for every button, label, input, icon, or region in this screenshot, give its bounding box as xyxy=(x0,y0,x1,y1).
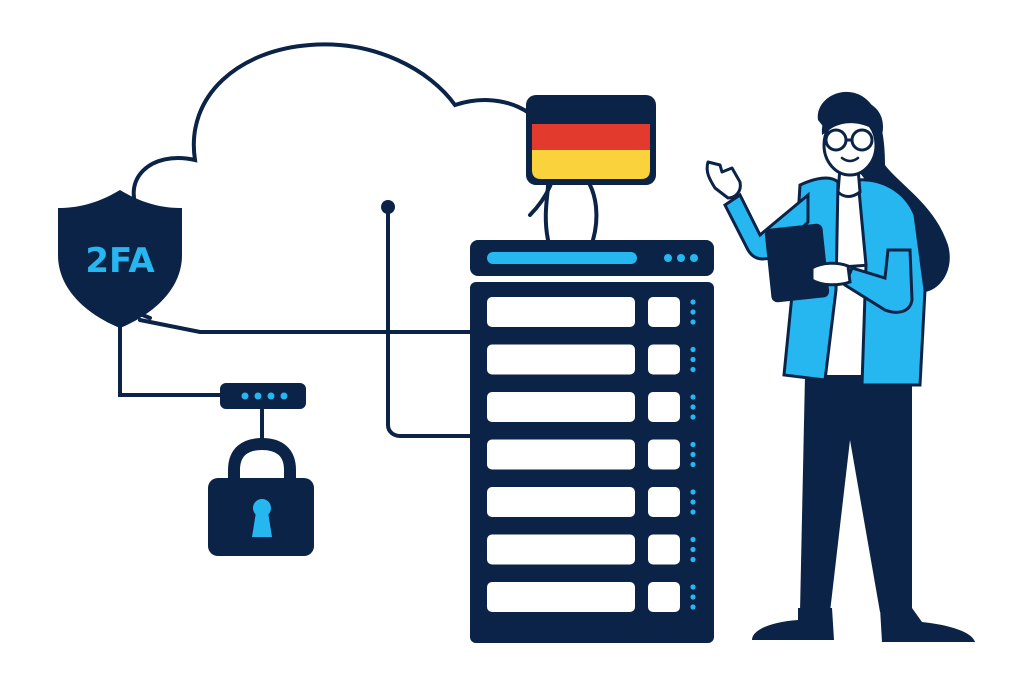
server-slot-bay xyxy=(487,487,635,517)
server-slot-bay xyxy=(487,392,635,422)
server-slot-led xyxy=(690,536,696,543)
server-slot-led xyxy=(690,404,696,410)
server-slot-bay xyxy=(487,582,635,612)
router-icon xyxy=(220,383,306,409)
server-slot-button xyxy=(648,297,680,327)
server-slot-led xyxy=(690,499,696,505)
server-slot-button xyxy=(648,582,680,612)
server-slot-bay xyxy=(487,439,635,470)
server-top-unit xyxy=(470,240,714,276)
server-slot-led xyxy=(690,509,696,515)
connection-lines xyxy=(118,183,599,450)
shield-label: 2FA xyxy=(85,241,155,281)
server-slot-button xyxy=(648,534,680,565)
woman-with-tablet-icon xyxy=(705,91,975,642)
server-slot-led xyxy=(690,346,696,353)
server-slot-led xyxy=(690,604,696,610)
shield-icon: 2FA xyxy=(58,190,182,328)
server-slot-led xyxy=(690,319,696,325)
server-slot xyxy=(487,487,696,517)
server-slot-led xyxy=(690,441,696,448)
server-slot xyxy=(487,297,696,327)
server-slots xyxy=(487,297,696,612)
server-slot xyxy=(487,582,696,612)
server-slot-led xyxy=(690,394,696,400)
server-rack-icon xyxy=(470,282,714,643)
server-slot-bay xyxy=(487,534,635,565)
server-slot-led xyxy=(690,556,696,563)
padlock-icon xyxy=(208,437,314,556)
germany-flag-icon xyxy=(526,95,656,185)
server-slot-button xyxy=(648,439,680,470)
server-slot-led xyxy=(690,309,696,315)
server-slot-led xyxy=(690,414,696,420)
server-slot-led xyxy=(690,584,696,590)
server-slot-led xyxy=(690,546,696,553)
server-slot xyxy=(487,534,696,565)
connection-node xyxy=(381,200,395,214)
server-slot-bay xyxy=(487,297,635,327)
server-slot xyxy=(487,439,696,470)
server-slot-led xyxy=(690,461,696,468)
server-slot-button xyxy=(648,487,680,517)
server-slot-button xyxy=(648,392,680,422)
server-slot-button xyxy=(648,344,680,375)
server-slot-led xyxy=(690,451,696,458)
server-slot xyxy=(487,344,696,375)
server-slot-led xyxy=(690,356,696,363)
server-slot xyxy=(487,392,696,422)
server-slot-led xyxy=(690,594,696,600)
server-slot-bay xyxy=(487,344,635,375)
server-slot-led xyxy=(690,299,696,305)
server-slot-led xyxy=(690,489,696,495)
server-slot-led xyxy=(690,366,696,373)
